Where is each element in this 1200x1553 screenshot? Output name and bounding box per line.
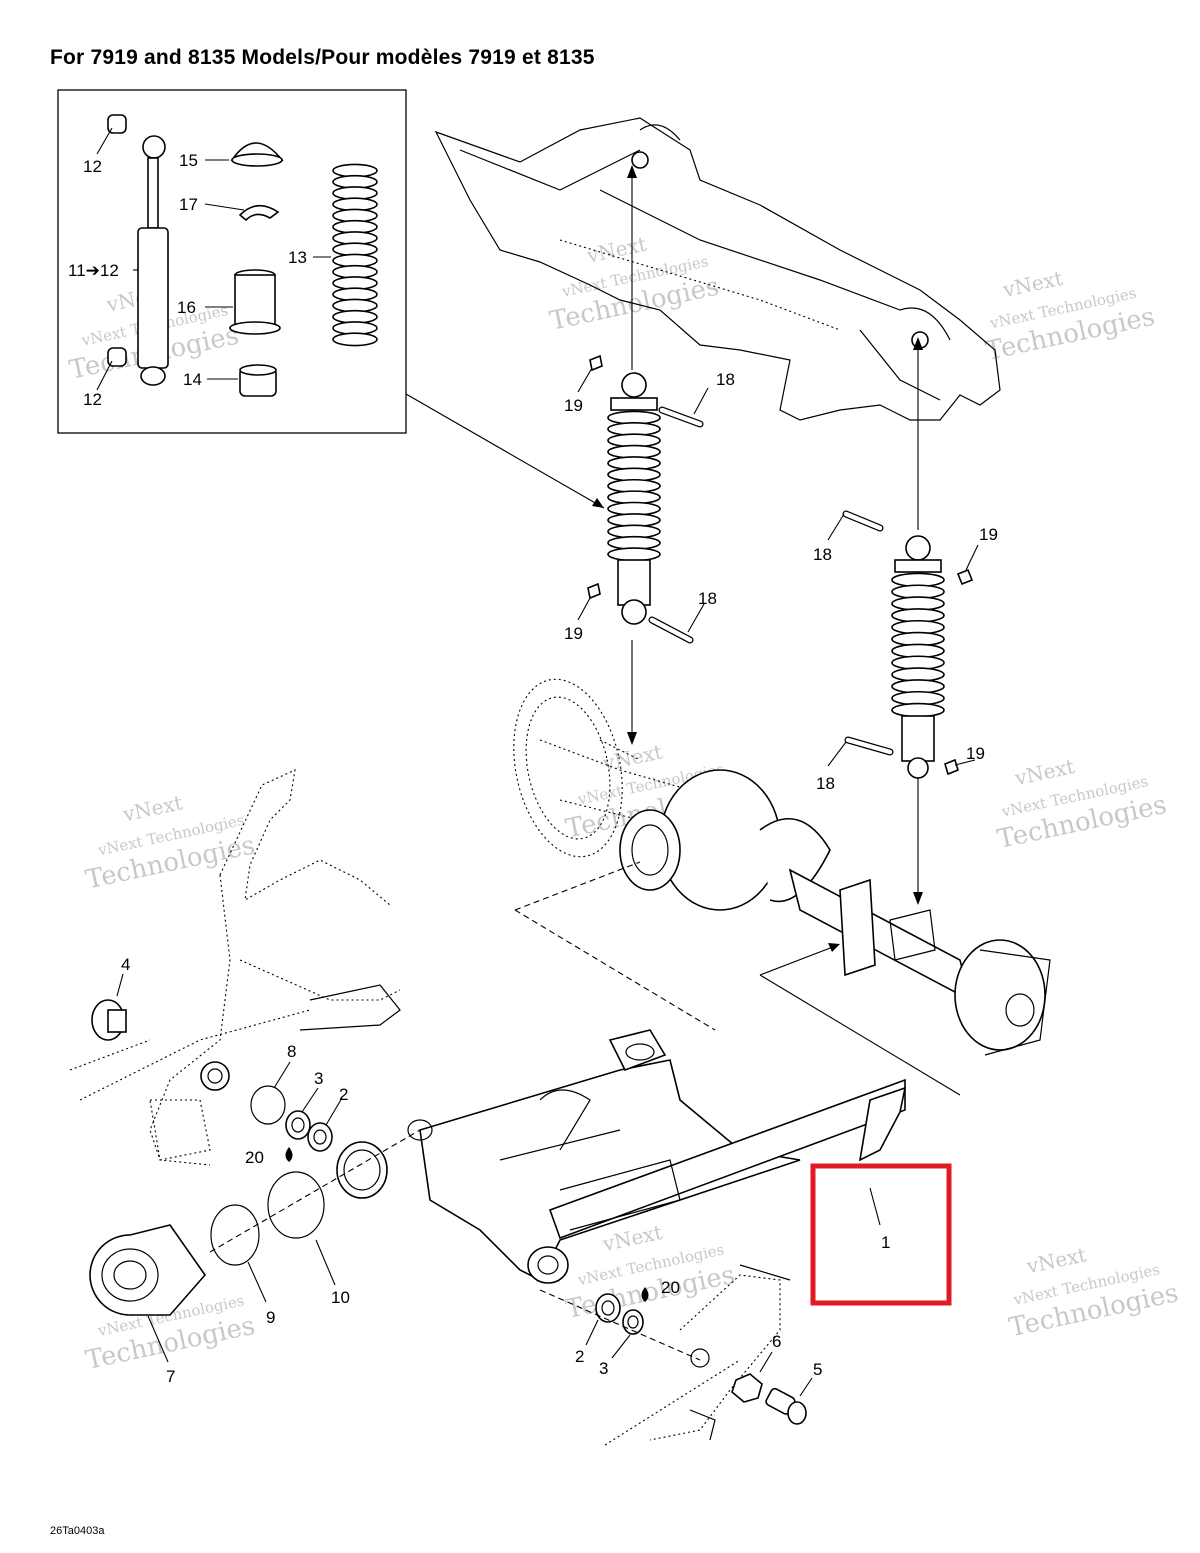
plug-part-4: [91, 999, 127, 1041]
svg-text:vNext: vNext: [1012, 754, 1077, 790]
inset-frame: [57, 89, 407, 434]
grease-drop-icon-2: [641, 1287, 649, 1302]
clamp-part-8: [250, 1085, 286, 1125]
inset-pointer-line: [405, 393, 605, 509]
bearing-part-2: [307, 1122, 333, 1152]
spring-coil: [891, 702, 945, 718]
right-shock-absorber: [842, 510, 974, 779]
grease-drop-icon: [285, 1147, 293, 1162]
callout-12-bottom: 12: [83, 390, 102, 409]
spring-coil: [607, 547, 661, 562]
callout-5: 5: [813, 1360, 822, 1379]
callout-11-12: 11➔12: [68, 261, 119, 280]
callout-2-right: 2: [575, 1347, 584, 1366]
clamp-part-10: [267, 1171, 325, 1239]
callout-12-top: 12: [83, 157, 102, 176]
callout-6: 6: [772, 1332, 781, 1351]
lower-left-frame: [69, 769, 401, 1166]
cover-part-7: [89, 1224, 207, 1316]
svg-text:vNext: vNext: [120, 790, 185, 826]
callout-leaders: [116, 367, 979, 1397]
callout-20-right: 20: [661, 1278, 680, 1297]
inset-adjuster-nut: [239, 364, 277, 397]
callout-19-b: 19: [564, 624, 583, 643]
rear-axle-assembly: [513, 678, 1051, 1056]
callout-8: 8: [287, 1042, 296, 1061]
callout-13: 13: [288, 248, 307, 267]
callout-3-right: 3: [599, 1359, 608, 1378]
callout-18-d: 18: [816, 774, 835, 793]
seal-part-3: [285, 1110, 311, 1140]
callout-18-a: 18: [716, 370, 735, 389]
callout-4: 4: [121, 955, 130, 974]
callout-labels: 12 12 11➔12 15 17 16 14 13 19 18 19 18 1…: [68, 151, 998, 1386]
left-shock-absorber: [587, 354, 704, 644]
clamp-ring-part-9: [210, 1204, 260, 1266]
callout-20-left: 20: [245, 1148, 264, 1167]
callout-18-c: 18: [813, 545, 832, 564]
callout-15: 15: [179, 151, 198, 170]
watermark-7: vNext vNext Technologies Technologies: [983, 266, 1158, 367]
highlight-box-part-1: [810, 1163, 952, 1306]
callout-19-c: 19: [979, 525, 998, 544]
pivot-parts-left: [89, 999, 421, 1316]
inset-shock-components: [57, 89, 407, 434]
inset-coil-spring: [332, 163, 378, 347]
inset-sleeve: [229, 269, 281, 335]
callout-18-b: 18: [698, 589, 717, 608]
svg-text:vNext: vNext: [1000, 266, 1065, 302]
watermark-3: vNext vNext Technologies Technologies: [83, 790, 258, 895]
bearing-part-2b: [595, 1293, 621, 1323]
inset-shock-absorber: [137, 135, 169, 386]
watermark-8: vNext vNext Technologies Technologies: [995, 754, 1170, 855]
inset-bushing-top: [107, 114, 127, 134]
callout-17: 17: [179, 195, 198, 214]
diagram-title: For 7919 and 8135 Models/Pour modèles 79…: [50, 46, 595, 69]
pivot-parts-right: [539, 1264, 807, 1446]
callout-10: 10: [331, 1288, 350, 1307]
callout-16: 16: [177, 298, 196, 317]
callout-19-a: 19: [564, 396, 583, 415]
nut-part-6: [731, 1373, 763, 1403]
callout-2-left: 2: [339, 1085, 348, 1104]
pivot-bolt-part-5: [765, 1387, 807, 1425]
callout-7: 7: [166, 1367, 175, 1386]
inset-bushing-bottom: [107, 347, 127, 367]
watermark-9: vNext vNext Technologies Technologies: [1007, 1242, 1182, 1343]
spring-coil: [332, 332, 378, 347]
figure-code: 26Ta0403a: [50, 1525, 105, 1537]
callout-14: 14: [183, 370, 202, 389]
callout-19-d: 19: [966, 744, 985, 763]
dash-guide-1: [514, 861, 641, 911]
dash-guide-2: [514, 909, 716, 1031]
callout-9: 9: [266, 1308, 275, 1327]
callout-1: 1: [881, 1233, 890, 1252]
callout-3-left: 3: [314, 1069, 323, 1088]
upper-frame: [434, 117, 1001, 421]
svg-text:vNext: vNext: [600, 1220, 665, 1256]
inset-retainer-clip: [238, 204, 280, 222]
swing-arm: [407, 1029, 907, 1284]
svg-text:vNext: vNext: [1024, 1242, 1089, 1278]
